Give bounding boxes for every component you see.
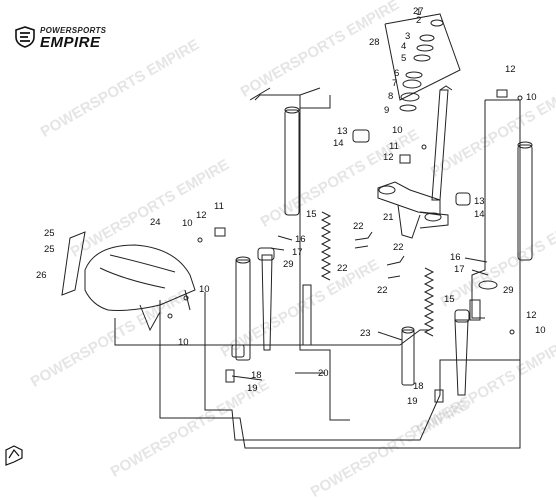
callout-23: 23 [360, 328, 371, 339]
callout-26: 26 [36, 270, 47, 281]
callout-labels: 27 1 1 2 28 3 4 5 6 7 8 9 10 12 10 13 14… [36, 6, 546, 407]
callout-9: 9 [384, 105, 389, 116]
callout-29-left: 29 [283, 259, 294, 270]
callout-29-right: 29 [503, 285, 514, 296]
callout-10-left: 10 [182, 218, 193, 229]
callout-11-center: 11 [389, 141, 399, 152]
callout-27: 27 [413, 6, 424, 17]
callout-12-right: 12 [526, 310, 537, 321]
direction-arrow-icon [5, 445, 23, 466]
callout-18-left: 18 [251, 370, 262, 381]
callout-15-left: 15 [306, 209, 317, 220]
callout-8: 8 [388, 91, 393, 102]
callout-22-d: 22 [377, 285, 388, 296]
callout-14-right: 14 [474, 209, 485, 220]
callout-25-b: 25 [44, 244, 55, 255]
callout-22-c: 22 [393, 242, 404, 253]
callout-20: 20 [318, 368, 329, 379]
callout-3: 3 [405, 31, 410, 42]
callout-22-b: 22 [337, 263, 348, 274]
callout-10-fender: 10 [199, 284, 210, 295]
callout-15-right: 15 [444, 294, 455, 305]
callout-19-right: 19 [407, 396, 418, 407]
callout-16-left: 16 [295, 234, 306, 245]
callout-2: 2 [416, 15, 421, 26]
callout-13-left: 13 [337, 126, 348, 137]
callout-17-right: 17 [454, 264, 465, 275]
brand-top-text: POWERSPORTS [40, 26, 107, 35]
empire-shield-logo-icon [15, 26, 35, 48]
callout-1b: 1 [416, 7, 421, 18]
callout-22-a: 22 [353, 221, 364, 232]
brand-main-text: EMPIRE [40, 34, 101, 51]
brand-logo: POWERSPORTS EMPIRE [14, 24, 124, 52]
callout-12-left: 12 [196, 210, 207, 221]
callout-24: 24 [150, 217, 161, 228]
callout-25-a: 25 [44, 228, 55, 239]
callout-19-left: 19 [247, 383, 258, 394]
callout-10-right: 10 [535, 325, 546, 336]
callout-11-left: 11 [214, 201, 224, 212]
callout-10-topright: 10 [526, 92, 537, 103]
callout-10-lower: 10 [178, 337, 189, 348]
callout-17-left: 17 [292, 247, 303, 258]
callout-16-right: 16 [450, 252, 461, 263]
callout-12-center: 12 [383, 152, 394, 163]
callout-10-top: 10 [392, 125, 403, 136]
callout-18-right: 18 [413, 381, 424, 392]
exploded-parts-diagram: 27 1 1 2 28 3 4 5 6 7 8 9 10 12 10 13 14… [5, 6, 546, 466]
callout-5: 5 [401, 53, 406, 64]
callout-13-right: 13 [474, 196, 485, 207]
callout-7: 7 [392, 78, 397, 89]
callout-6: 6 [394, 68, 399, 79]
callout-4: 4 [401, 41, 406, 52]
callout-14-left: 14 [333, 138, 344, 149]
callout-28: 28 [369, 37, 380, 48]
callout-12-top: 12 [505, 64, 516, 75]
callout-21: 21 [383, 212, 394, 223]
